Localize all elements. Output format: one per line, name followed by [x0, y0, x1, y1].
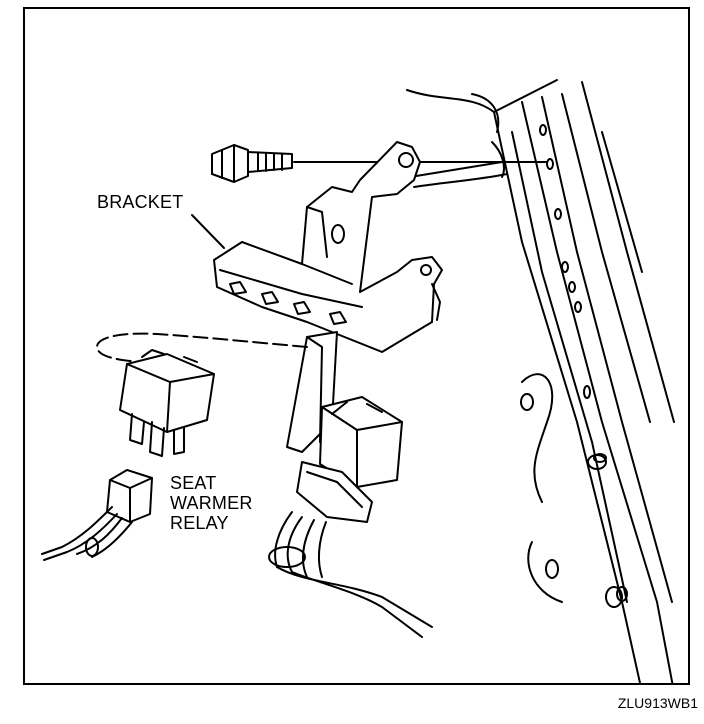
relay-label-line-2: WARMER: [170, 493, 253, 513]
exploded-view-drawing: [25, 9, 690, 685]
relay-mount-dashed-path: [97, 334, 307, 362]
bracket-label: BRACKET: [97, 192, 184, 212]
relay-label-line-3: RELAY: [170, 513, 229, 533]
mounted-relay: [287, 332, 402, 487]
bolt-icon: [212, 145, 292, 182]
figure-code: ZLU913WB1: [617, 695, 698, 711]
seat-warmer-relay-label: SEAT WARMER RELAY: [170, 473, 253, 533]
relay-label-line-1: SEAT: [170, 473, 217, 493]
illustration-frame: BRACKET SEAT WARMER RELAY: [23, 7, 690, 685]
relay-connector: [42, 470, 152, 560]
mounted-connector: [269, 462, 432, 637]
seat-warmer-relay: [120, 350, 214, 456]
rear-harness: [410, 142, 507, 187]
bracket: [214, 142, 442, 352]
seat-frame: [407, 80, 674, 685]
bracket-leader-line: [192, 215, 224, 248]
